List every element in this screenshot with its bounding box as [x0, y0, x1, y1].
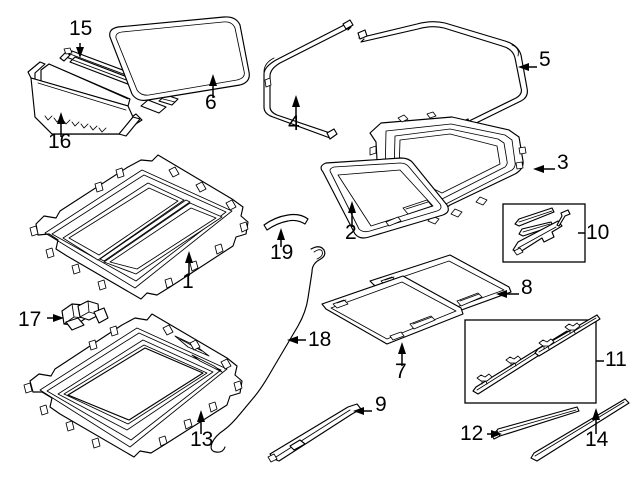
part-clip-19: [263, 213, 309, 231]
part-deflector-panel-16: [27, 61, 143, 137]
callout-12: 12: [460, 422, 484, 445]
callout-15: 15: [69, 17, 93, 40]
callout-6: 6: [205, 91, 217, 114]
leader-4: [292, 95, 300, 119]
part-rail-set-11: [464, 314, 601, 404]
part-housing-assembly-1: [29, 154, 249, 300]
callout-10: 10: [586, 221, 610, 244]
part-frame-open-13: [23, 313, 243, 458]
leader-5: [518, 63, 537, 71]
callout-8: 8: [521, 276, 533, 299]
callout-18: 18: [308, 328, 332, 351]
leader-14: [592, 408, 600, 434]
leader-13: [197, 410, 205, 434]
part-weatherstrip-rear-5: [357, 21, 528, 130]
callout-13: 13: [190, 428, 214, 451]
leader-3: [533, 165, 555, 173]
leader-2: [348, 201, 356, 227]
leader-18: [287, 336, 306, 344]
leader-7: [398, 342, 406, 366]
callout-16: 16: [48, 130, 72, 153]
part-motor-connector-17: [61, 300, 109, 331]
callout-19: 19: [270, 241, 294, 264]
rail-clip-icon: [564, 322, 581, 334]
leader-16: [57, 112, 65, 137]
part-weatherstrip-front-4: [263, 19, 354, 140]
part-hardware-kit-10: [502, 203, 586, 263]
callout-14: 14: [585, 428, 609, 451]
callout-1: 1: [182, 270, 194, 293]
part-guide-rail-9: [267, 403, 362, 463]
callout-2: 2: [345, 221, 357, 244]
leader-15: [76, 43, 84, 58]
callout-7: 7: [395, 360, 407, 383]
part-trim-strip-long-14: [530, 398, 630, 462]
part-glass-panel-front-2: [320, 157, 449, 239]
leader-17: [47, 314, 64, 322]
part-drain-hose-18: [210, 246, 326, 453]
callout-17: 17: [18, 308, 42, 331]
leader-6: [209, 74, 217, 98]
part-glass-panel-rear-6: [109, 16, 250, 101]
callout-3: 3: [557, 151, 569, 174]
leader-12: [487, 430, 502, 438]
callout-4: 4: [288, 112, 300, 135]
leader-8: [496, 290, 519, 298]
callout-11: 11: [605, 348, 627, 371]
part-trim-strip-short-12: [490, 406, 580, 440]
part-sunshade-front-7: [321, 275, 464, 345]
callout-5: 5: [539, 48, 551, 71]
leader-9: [353, 407, 372, 415]
rail-clip-icon: [538, 338, 555, 350]
callout-9: 9: [375, 393, 387, 416]
leader-1: [185, 251, 193, 276]
rail-clip-icon: [476, 373, 493, 385]
rail-clip-icon: [505, 355, 522, 367]
leader-19: [277, 228, 285, 247]
